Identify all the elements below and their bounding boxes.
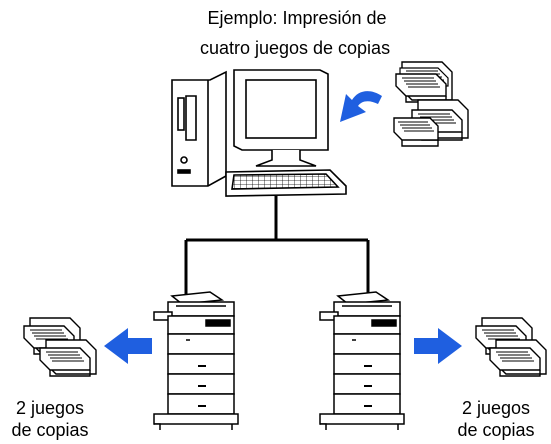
left-output-line-2: de copias — [11, 420, 89, 440]
document-stack-icon — [393, 117, 439, 147]
caption-line-2: cuatro juegos de copias — [199, 38, 391, 58]
right-output-line-2: de copias — [457, 420, 535, 440]
document-stack-icon — [489, 339, 547, 377]
input-document-stacks — [393, 61, 469, 147]
left-output-line-1: 2 juegos — [15, 398, 85, 418]
right-output-line-1: 2 juegos — [461, 398, 531, 418]
monitor-icon — [233, 69, 329, 167]
arrow-icon — [414, 328, 462, 364]
network-connection — [184, 196, 370, 296]
document-stack-icon — [39, 339, 97, 377]
printer-icon — [153, 291, 239, 430]
keyboard-icon — [225, 169, 347, 197]
document-stack-icon — [395, 61, 453, 103]
caption-line-1: Ejemplo: Impresión de — [207, 8, 387, 28]
computer-tower-icon — [171, 70, 227, 187]
printer-icon — [319, 291, 405, 430]
arrow-icon — [340, 91, 382, 122]
arrow-icon — [104, 328, 152, 364]
